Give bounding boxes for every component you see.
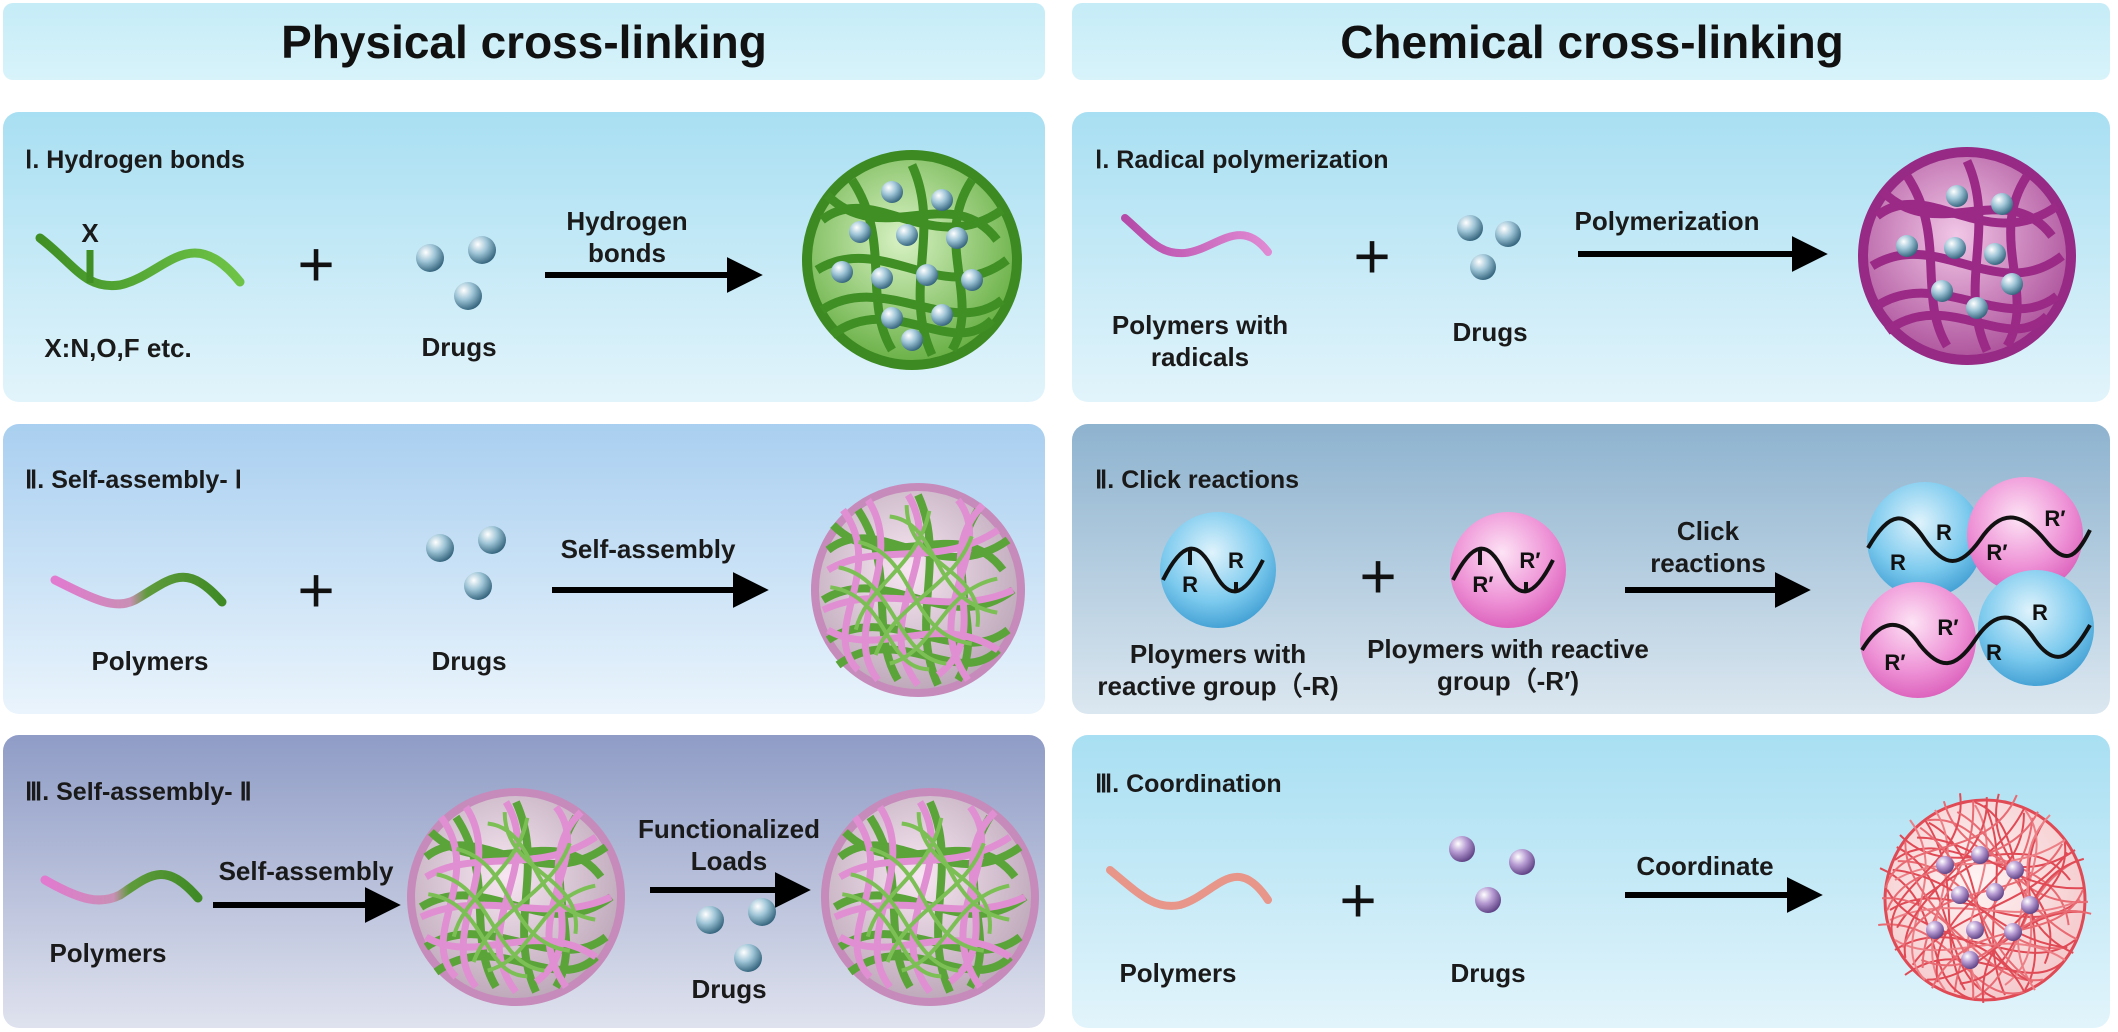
hydrogel-sphere-green <box>802 150 1022 370</box>
polymer-chain <box>1121 214 1272 258</box>
panel-click-reactions: Ⅱ. Click reactions R R Ploymers with rea… <box>1072 424 2110 714</box>
coordination-sphere-red <box>1854 769 2116 1031</box>
micelle-sphere <box>409 790 624 1005</box>
r-prime-label: R′ <box>1937 615 1958 640</box>
physical-header: Physical cross-linking <box>3 3 1045 80</box>
hydrogel-sphere-magenta <box>1858 147 2076 365</box>
drug-label: Drugs <box>421 332 496 362</box>
drug-particles <box>1449 836 1535 913</box>
drug-particles <box>1457 215 1521 280</box>
right-label-line2: group（-R′) <box>1437 666 1579 696</box>
r-label: R <box>1182 572 1198 597</box>
polymer-label: X:N,O,F etc. <box>44 333 191 363</box>
panel-title: Ⅰ. Hydrogen bonds <box>25 146 245 174</box>
panel-self-assembly-1: Ⅱ. Self-assembly- Ⅰ Polymers + Drugs Sel… <box>3 424 1045 714</box>
r-prime-label: R′ <box>1884 650 1905 675</box>
chemical-header: Chemical cross-linking <box>1072 3 2110 80</box>
polymer-chain <box>40 870 203 905</box>
r-label: R <box>1936 520 1952 545</box>
arrow-label-line2: Loads <box>691 846 768 876</box>
r-prime-label: R′ <box>1519 548 1540 573</box>
polymer-label: Polymers <box>91 646 208 676</box>
chemical-header-title: Chemical cross-linking <box>1340 16 1844 68</box>
r-label: R <box>1228 548 1244 573</box>
polymer-label-line2: radicals <box>1151 342 1249 372</box>
panel-title: Ⅱ. Self-assembly- Ⅰ <box>25 466 242 494</box>
r-label: R <box>1986 640 2002 665</box>
plus-sign: + <box>297 554 334 626</box>
panel-hydrogen-bonds: Ⅰ. Hydrogen bonds X X:N,O,F etc. + Drugs… <box>3 112 1045 402</box>
left-label-line1: Ploymers with <box>1130 639 1306 669</box>
polymer-label-line1: Polymers with <box>1112 310 1288 340</box>
arrow-label: Coordinate <box>1636 851 1773 881</box>
r-prime-label: R′ <box>1986 540 2007 565</box>
physical-header-title: Physical cross-linking <box>281 16 767 68</box>
r-label: R <box>2032 600 2048 625</box>
x-mark-label: X <box>81 218 99 248</box>
panel-title: Ⅲ. Self-assembly- Ⅱ <box>25 778 252 806</box>
polymer-label: Polymers <box>49 938 166 968</box>
arrow-label: Polymerization <box>1575 206 1760 236</box>
plus-sign: + <box>1339 864 1376 936</box>
panel-radical-polymerization: Ⅰ. Radical polymerization Polymers with … <box>1072 112 2110 402</box>
arrow-label-line2: bonds <box>588 238 666 268</box>
polymer-sphere-r-prime: R′ R′ <box>1450 512 1566 628</box>
polymer-chain <box>1106 866 1272 910</box>
polymer-chain <box>50 572 227 609</box>
arrow-label-line2: reactions <box>1650 548 1766 578</box>
r-prime-label: R′ <box>1472 572 1493 597</box>
arrow-label-line1: Click <box>1677 516 1740 546</box>
drug-label: Drugs <box>431 646 506 676</box>
right-label-line1: Ploymers with reactive <box>1367 634 1649 664</box>
drug-label: Drugs <box>691 974 766 1004</box>
plus-sign: + <box>1353 220 1390 292</box>
panel-coordination: Ⅲ. Coordination Polymers + Drugs Coordin… <box>1072 735 2116 1031</box>
arrow-label: Self-assembly <box>561 534 736 564</box>
micelle-sphere <box>811 483 1026 698</box>
click-product-cluster: R R R′ R′ R′ R′ R R <box>1860 477 2094 698</box>
panel-title: Ⅲ. Coordination <box>1095 770 1282 798</box>
loaded-micelle-sphere <box>823 790 1038 1005</box>
panel-self-assembly-2: Ⅲ. Self-assembly- Ⅱ Polymers Self-assemb… <box>3 735 1045 1028</box>
arrow-label-line1: Functionalized <box>638 814 820 844</box>
panel-title: Ⅰ. Radical polymerization <box>1095 146 1389 174</box>
plus-sign: + <box>297 228 334 300</box>
r-label: R <box>1890 550 1906 575</box>
r-prime-label: R′ <box>2044 506 2065 531</box>
polymer-sphere-r: R R <box>1160 512 1276 628</box>
plus-sign: + <box>1359 540 1396 612</box>
drug-label: Drugs <box>1452 317 1527 347</box>
drug-label: Drugs <box>1450 958 1525 988</box>
polymer-chain <box>35 233 245 291</box>
polymer-label: Polymers <box>1119 958 1236 988</box>
arrow-label: Self-assembly <box>219 856 394 886</box>
left-label-line2: reactive group（-R) <box>1097 671 1338 701</box>
arrow-label-line1: Hydrogen <box>566 206 687 236</box>
panel-title: Ⅱ. Click reactions <box>1095 466 1299 494</box>
